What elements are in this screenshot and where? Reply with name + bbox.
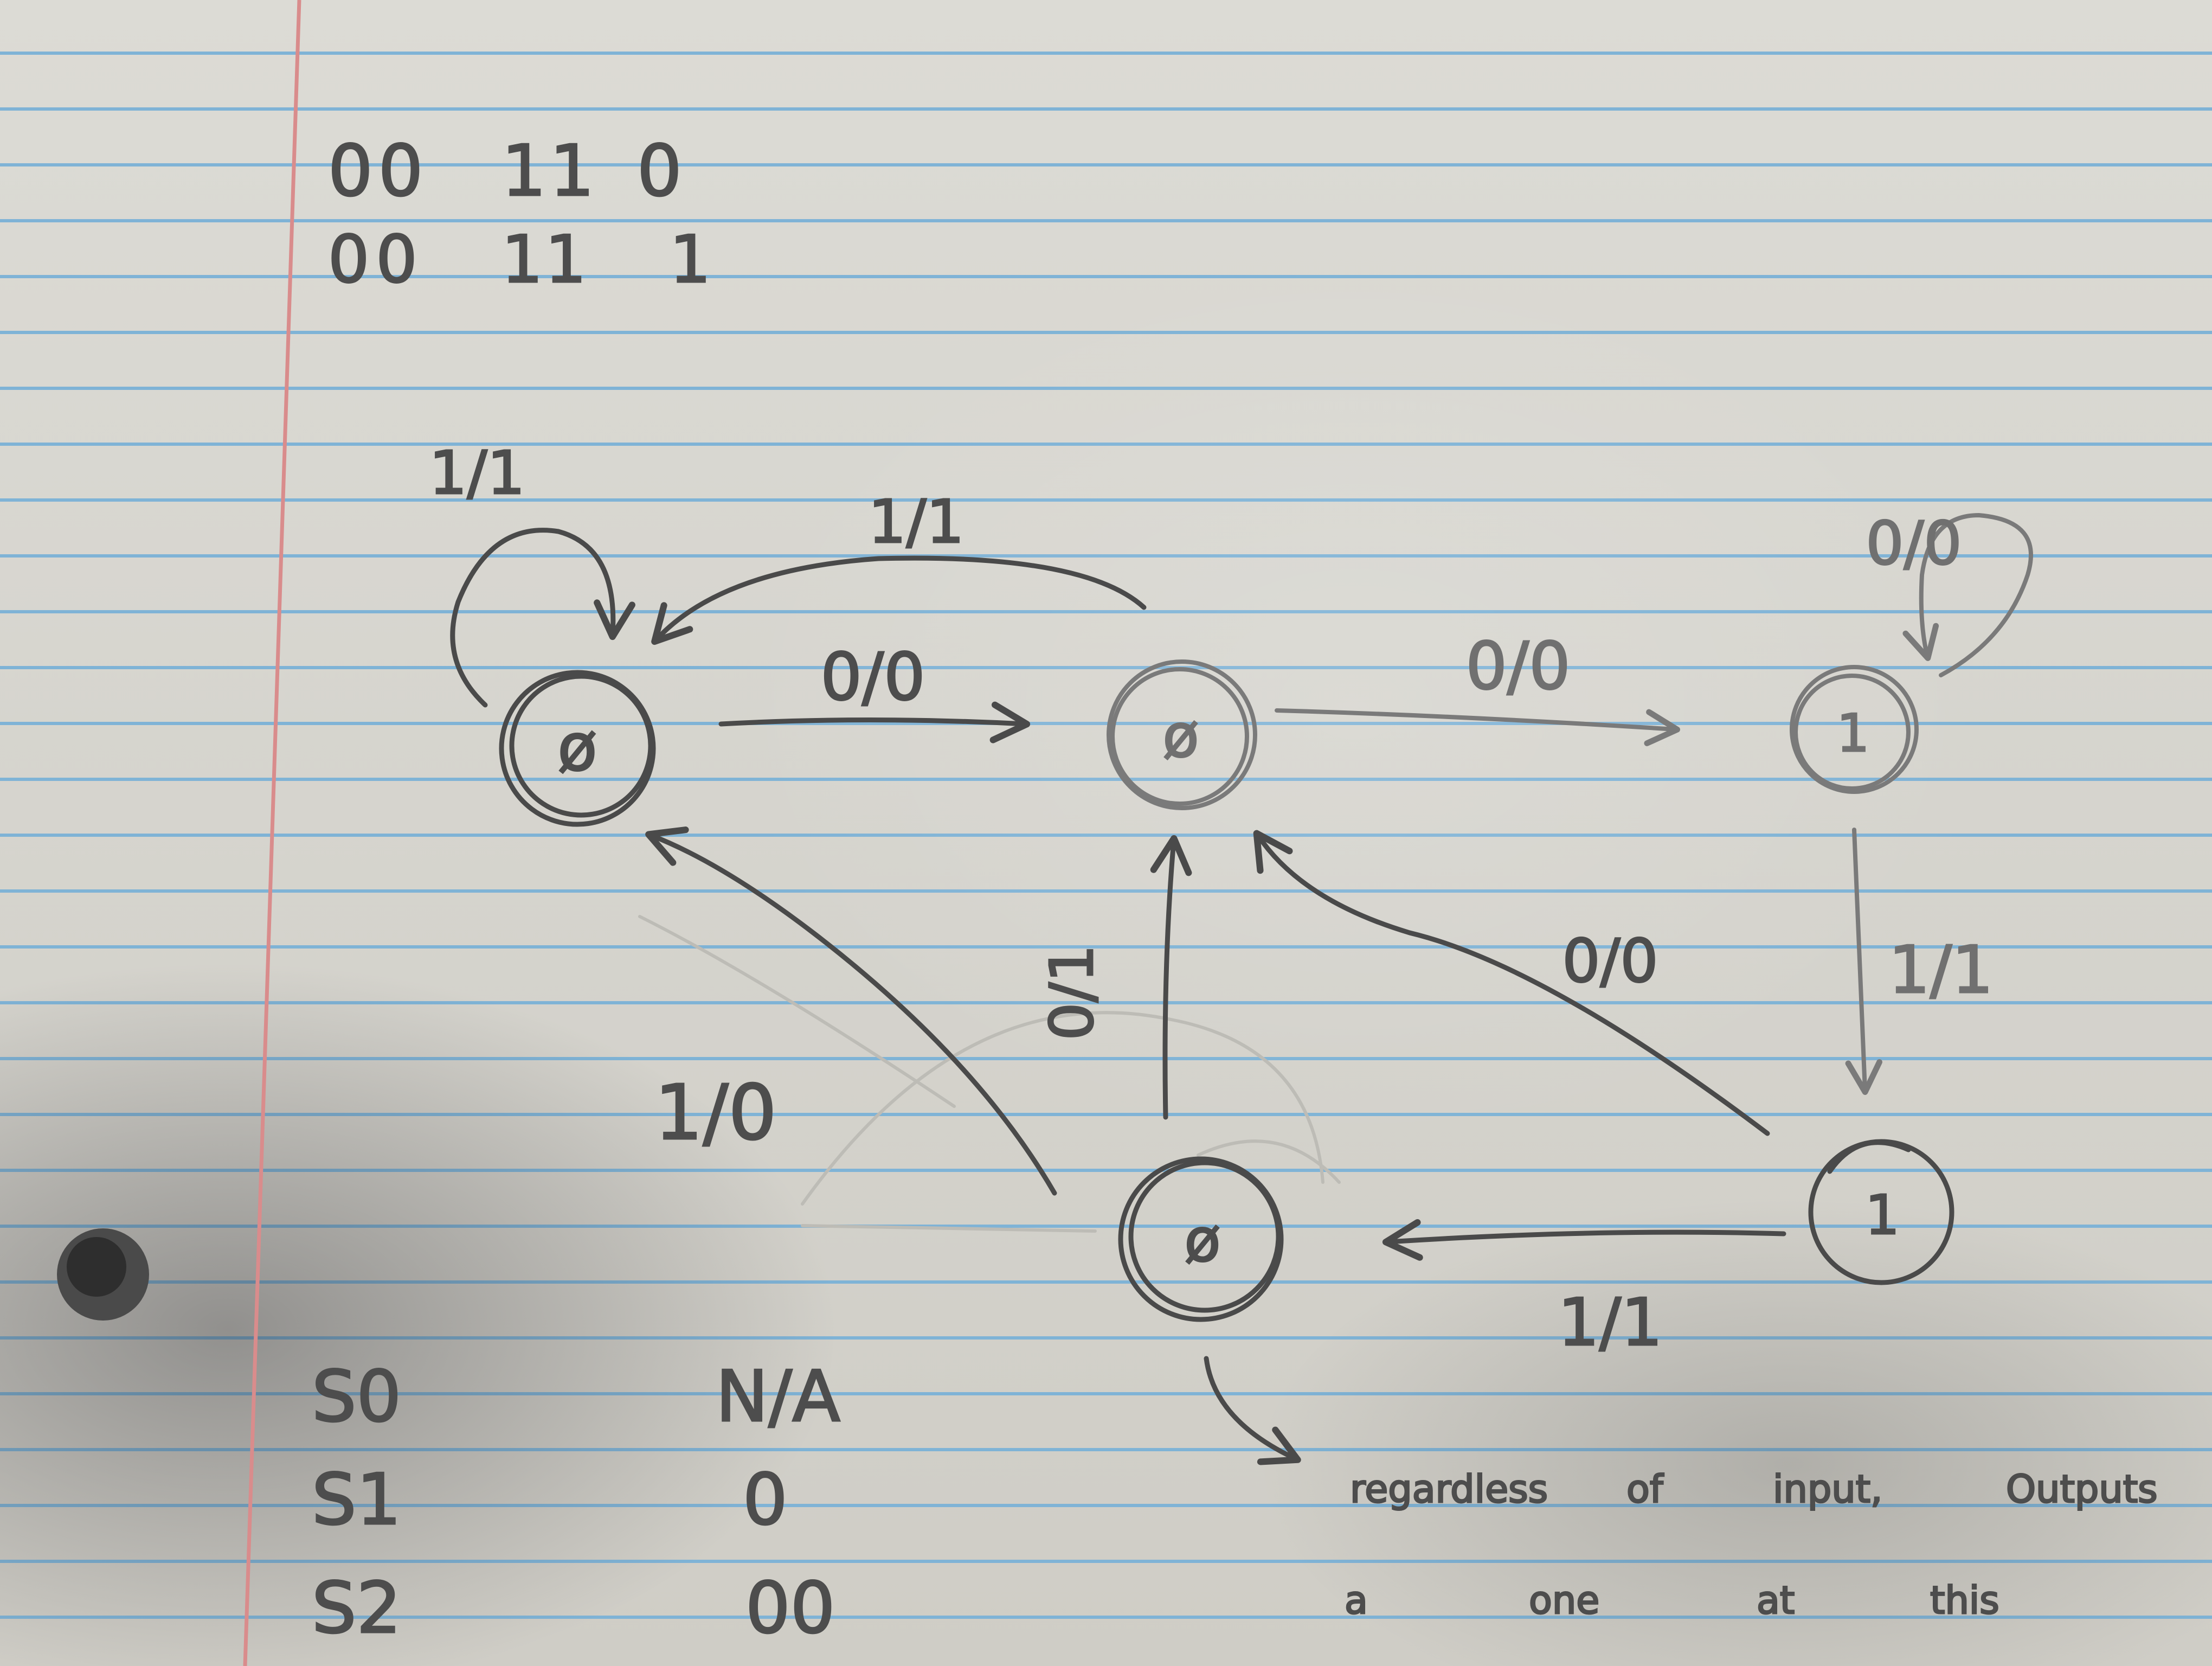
transition-s2-self-label: 0/0: [1866, 509, 1962, 578]
note-word-one: one: [1529, 1578, 1599, 1623]
transition-s4-to-s0: 1/0: [645, 826, 1057, 1196]
transition-s0-to-s1: 0/0: [718, 639, 1031, 744]
note-word-input: input,: [1773, 1467, 1882, 1511]
transition-s4-to-s1: 0/1: [1037, 835, 1192, 1120]
table-row-seq-s0: N/A: [716, 1355, 840, 1438]
binder-hole: [57, 1228, 149, 1321]
transition-s2-to-s3: 1/1: [1845, 828, 1994, 1095]
table-row-seq-s2: 00: [745, 1567, 835, 1649]
transition-s1-to-s0: 1/1: [651, 486, 1147, 645]
note-word-this: this: [1930, 1578, 1999, 1623]
binary-row-2-bits-b: 11: [501, 222, 589, 298]
note-word-regardless: regardless: [1350, 1467, 1548, 1511]
binary-row-1-bits-c: 0: [637, 130, 682, 212]
note-word-at: at: [1757, 1578, 1795, 1623]
transition-s1-to-s2-label: 0/0: [1465, 629, 1570, 704]
erased-marks: [638, 915, 1341, 1233]
table-row-state-s2: S2: [312, 1567, 401, 1649]
margin-line: [243, 0, 301, 1666]
state-sequence-table: S0 N/A S1 0 S2 00: [311, 1355, 841, 1650]
binary-row-2-bits-a: 00: [328, 222, 424, 298]
transition-s1-to-s2: 0/0: [1275, 629, 1680, 746]
table-row-state-s0: S0: [312, 1355, 401, 1438]
transition-s3-to-s4: 1/1: [1382, 1219, 1786, 1362]
table-row-seq-s1: 0: [743, 1458, 788, 1541]
transition-s4-to-s1-label: 0/1: [1037, 944, 1107, 1040]
binary-row-1-bits-a: 00: [328, 130, 428, 212]
note-word-a: a: [1345, 1578, 1368, 1623]
state-s2: 1: [1790, 665, 1919, 794]
note-callout: regardless of input, Outputs a one at th…: [1204, 1356, 2158, 1624]
binary-sequence: 00 11 0 00 11 1: [327, 129, 712, 299]
transition-s2-self: 0/0: [1865, 508, 2033, 677]
transition-s2-to-s3-label: 1/1: [1888, 933, 1993, 1008]
transition-s4-to-s0-label: 1/0: [654, 1069, 776, 1157]
state-s2-label: 1: [1837, 704, 1869, 764]
transition-s3-to-s1: 0/0: [1253, 830, 1770, 1136]
table-row-state-s1: S1: [312, 1458, 401, 1541]
binary-row-2-bits-c: 1: [670, 222, 711, 298]
note-word-of: of: [1626, 1467, 1664, 1511]
state-s3-label: 1: [1865, 1183, 1900, 1247]
transition-s0-to-s1-label: 0/0: [820, 640, 925, 715]
transition-s3-to-s1-label: 0/0: [1562, 926, 1658, 996]
state-s4: ø: [1118, 1156, 1284, 1322]
transition-s1-to-s0-label: 1/1: [868, 487, 964, 556]
state-s3: 1: [1808, 1139, 1954, 1285]
binary-row-1-bits-b: 11: [501, 130, 597, 212]
state-s1-label: ø: [1162, 701, 1199, 771]
transition-s0-self: 1/1: [428, 438, 635, 708]
state-s1: ø: [1107, 659, 1257, 810]
state-s0: ø: [499, 670, 656, 827]
state-s4-label: ø: [1184, 1206, 1220, 1275]
transition-s3-to-s4-label: 1/1: [1558, 1285, 1662, 1361]
transition-s0-self-label: 1/1: [429, 438, 525, 508]
state-s0-label: ø: [557, 710, 597, 786]
note-word-outputs: Outputs: [2006, 1467, 2158, 1511]
